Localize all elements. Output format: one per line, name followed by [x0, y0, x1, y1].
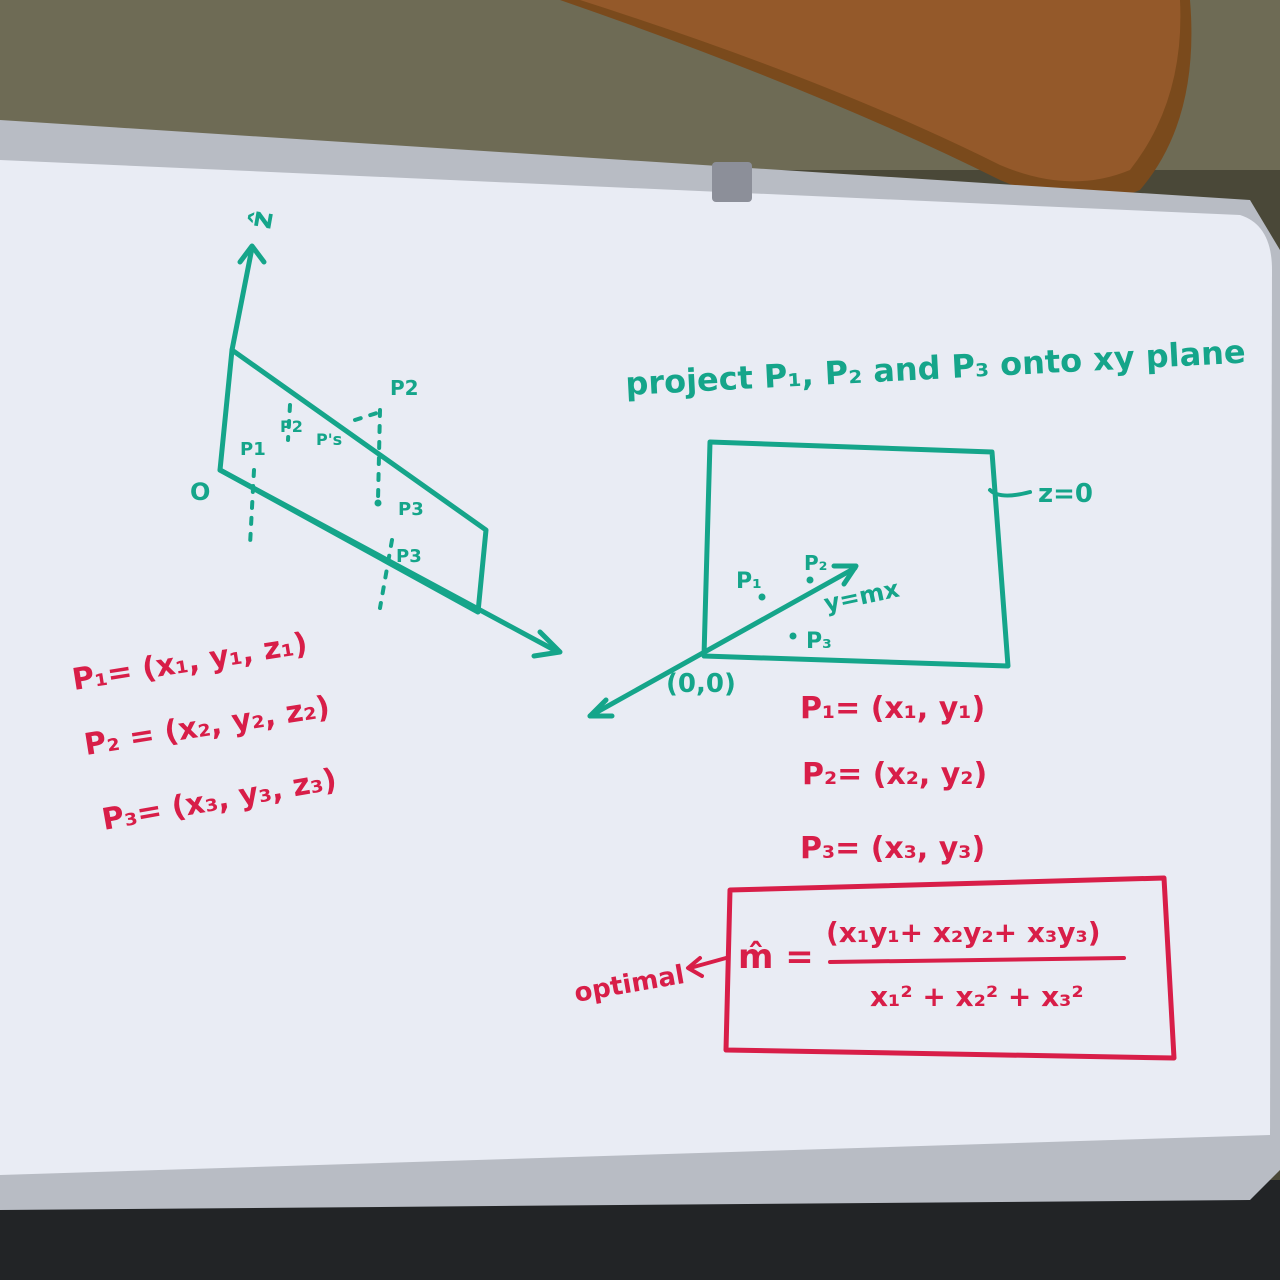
- wooden-desk-top: [580, 0, 1181, 182]
- z-axis-arrowhead: [237, 243, 267, 265]
- left-3d-diagram: ẑ O P2 P1 P2 P's P3 P3: [190, 208, 563, 659]
- p2-projection-dash: [376, 408, 382, 502]
- z-axis: [229, 245, 255, 353]
- p2-dot: [806, 576, 814, 584]
- x-axis-arrowhead: [531, 629, 563, 659]
- p2-2d-definition: P₂= (x₂, y₂): [802, 757, 987, 792]
- z-hat-label: ẑ: [243, 208, 281, 231]
- p3-3d-label: P3: [396, 546, 422, 567]
- p2-2d-label: P₂: [804, 551, 827, 575]
- plane-label-pointer: [988, 488, 1032, 498]
- p3-2d-definition: P₃= (x₃, y₃): [800, 831, 985, 866]
- tilted-plane: [217, 347, 489, 615]
- p3-dot: [789, 632, 797, 640]
- optimal-arrow-line: [688, 956, 728, 970]
- p2-mid-label: P2: [280, 417, 303, 436]
- fraction-bar: [828, 956, 1126, 964]
- p-s-label: P's: [316, 430, 342, 449]
- optimal-arrowhead: [686, 956, 704, 978]
- p-mid-dash: [286, 403, 292, 442]
- formula-box: [723, 875, 1177, 1061]
- formula-denominator: x₁² + x₂² + x₃²: [870, 980, 1084, 1013]
- fit-line-arrowhead: [831, 563, 859, 587]
- p2-projected-dot: [374, 499, 382, 507]
- z-zero-label: z=0: [1038, 479, 1093, 509]
- p2-top-label: P2: [390, 376, 419, 400]
- board-clip: [712, 162, 752, 202]
- axis-arrowhead-left: [587, 697, 615, 719]
- p1-2d-definition: P₁= (x₁, y₁): [800, 691, 985, 726]
- p3-2d-label: P₃: [806, 629, 832, 654]
- p1-3d-label: P1: [240, 439, 266, 460]
- p1-2d-label: P₁: [736, 569, 762, 594]
- p1-dot: [758, 593, 766, 601]
- formula-numerator: (x₁y₁+ x₂y₂+ x₃y₃): [826, 916, 1101, 949]
- p2-top-dash: [353, 410, 382, 422]
- p1-projection-dash: [248, 468, 256, 547]
- fit-line: [587, 565, 858, 719]
- origin-label: O: [190, 478, 210, 506]
- xy-plane-rectangle: [701, 439, 1011, 669]
- p3-projection-dash: [378, 538, 394, 610]
- right-point-definitions: P₁= (x₁, y₁) P₂= (x₂, y₂) P₃= (x₃, y₃): [800, 691, 987, 866]
- m-hat-lhs: m̂ =: [738, 937, 814, 977]
- origin-2d-label: (0,0): [666, 669, 736, 699]
- p3-upper-label: P3: [398, 499, 424, 520]
